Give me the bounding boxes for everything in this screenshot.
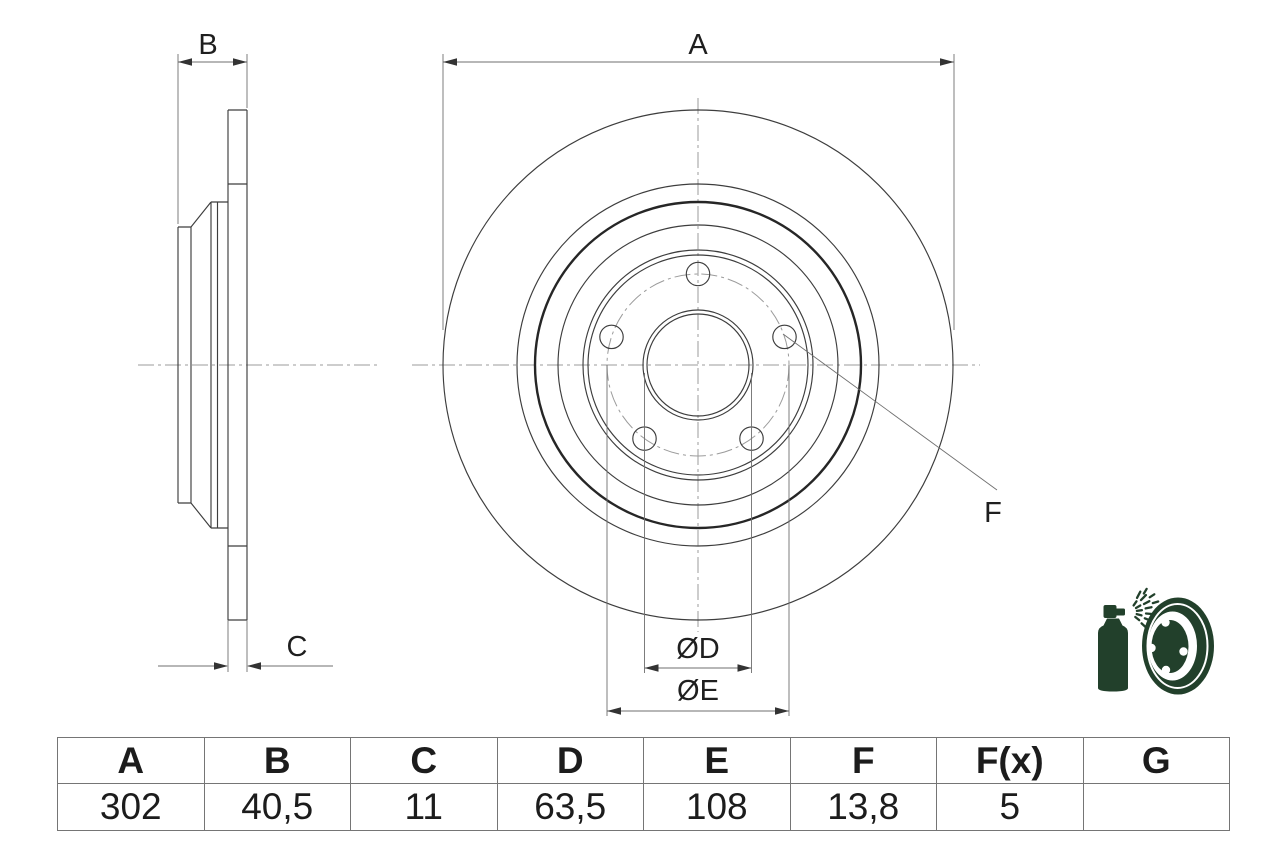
spec-value-a: 302 <box>57 783 205 831</box>
spec-value-fx: 5 <box>936 783 1084 831</box>
a-extension-lines <box>442 54 955 330</box>
spec-header-fx: F(x) <box>936 737 1084 784</box>
spec-header-f: F <box>789 737 937 784</box>
dim-label-b: B <box>198 29 217 61</box>
c-arrowhead-right <box>247 662 261 670</box>
bolt-hole-upper-right <box>772 324 797 350</box>
disc-icon <box>1142 597 1214 695</box>
spray-can-icon <box>1098 587 1160 692</box>
spec-header-d: D <box>496 737 644 784</box>
disc-bolt-dot-bottom <box>1161 665 1171 675</box>
disc-plate-edge-lines <box>228 183 247 547</box>
hub-face-inner-circle <box>587 254 809 476</box>
spec-value-b: 40,5 <box>203 783 351 831</box>
spec-header-e: E <box>643 737 791 784</box>
a-arrowhead-right <box>940 58 954 66</box>
d-arrowhead-left <box>644 664 659 672</box>
bolt-hole-top <box>685 261 711 287</box>
disc-hub <box>1151 620 1189 673</box>
disc-bolt-dot-left <box>1147 643 1156 653</box>
center-bore-inner-circle <box>646 313 750 417</box>
disc-plate-outline <box>227 109 248 621</box>
b-arrowhead-left <box>178 58 192 66</box>
dimension-d: ØD <box>644 373 752 673</box>
spec-header-a: A <box>57 737 205 784</box>
spec-value-d: 63,5 <box>496 783 644 831</box>
a-arrowhead-left <box>443 58 457 66</box>
dim-label-a: A <box>688 29 708 61</box>
dimension-b: B <box>177 29 248 224</box>
dim-label-c: C <box>287 631 308 663</box>
dimension-a: A <box>442 29 955 330</box>
can-cap <box>1103 605 1117 618</box>
dimension-c: C <box>158 631 333 670</box>
bolt-hole-upper-left <box>599 324 624 350</box>
spec-value-c: 11 <box>350 783 498 831</box>
outer-diameter-circle <box>442 109 954 621</box>
front-view <box>412 98 980 632</box>
e-arrowhead-right <box>775 707 789 715</box>
spec-header-b: B <box>203 737 351 784</box>
dim-label-f: F <box>984 497 1002 529</box>
e-extension-lines <box>606 365 790 716</box>
hat-section-outline <box>177 201 228 529</box>
spec-value-g <box>1082 783 1230 831</box>
dim-label-e: ØE <box>677 675 719 707</box>
dimension-f: F <box>782 333 1002 529</box>
hub-face-outer-circle <box>582 249 814 481</box>
disc-rim-highlight <box>1146 603 1209 689</box>
d-extension-lines <box>644 373 752 673</box>
dimension-e: ØE <box>606 365 790 716</box>
disc-bolt-dot-top <box>1161 618 1170 627</box>
e-arrowhead-left <box>607 707 621 715</box>
spec-value-f: 13,8 <box>789 783 937 831</box>
spec-header-c: C <box>350 737 498 784</box>
d-arrowhead-right <box>737 664 752 672</box>
c-extension-lines <box>227 620 248 672</box>
f-leader-line <box>782 333 998 491</box>
drawing-canvas: B C A <box>138 29 1214 716</box>
side-view-cross-section <box>138 109 380 672</box>
spray-coated-brake-disc-icon <box>1098 587 1214 695</box>
friction-band-inner-circle <box>516 183 880 547</box>
c-arrowhead-left <box>214 662 228 670</box>
spray-mist <box>1132 587 1160 629</box>
hat-flange-circle <box>557 224 839 506</box>
b-arrowhead-right <box>233 58 247 66</box>
center-bore-outer-circle <box>642 309 754 421</box>
can-nozzle <box>1114 608 1125 616</box>
spec-table-value-row: 302 40,5 11 63,5 108 13,8 5 <box>57 783 1230 831</box>
b-extension-lines <box>177 54 248 224</box>
dimension-spec-table: A B C D E F F(x) G 302 40,5 11 63,5 108 … <box>57 737 1230 831</box>
disc-bolt-dot-right <box>1179 647 1188 656</box>
dim-label-d: ØD <box>676 633 720 665</box>
hat-edge-circle <box>533 200 863 530</box>
can-body <box>1098 618 1128 692</box>
spec-header-g: G <box>1082 737 1230 784</box>
spec-value-e: 108 <box>643 783 791 831</box>
spec-table-header-row: A B C D E F F(x) G <box>57 737 1230 784</box>
